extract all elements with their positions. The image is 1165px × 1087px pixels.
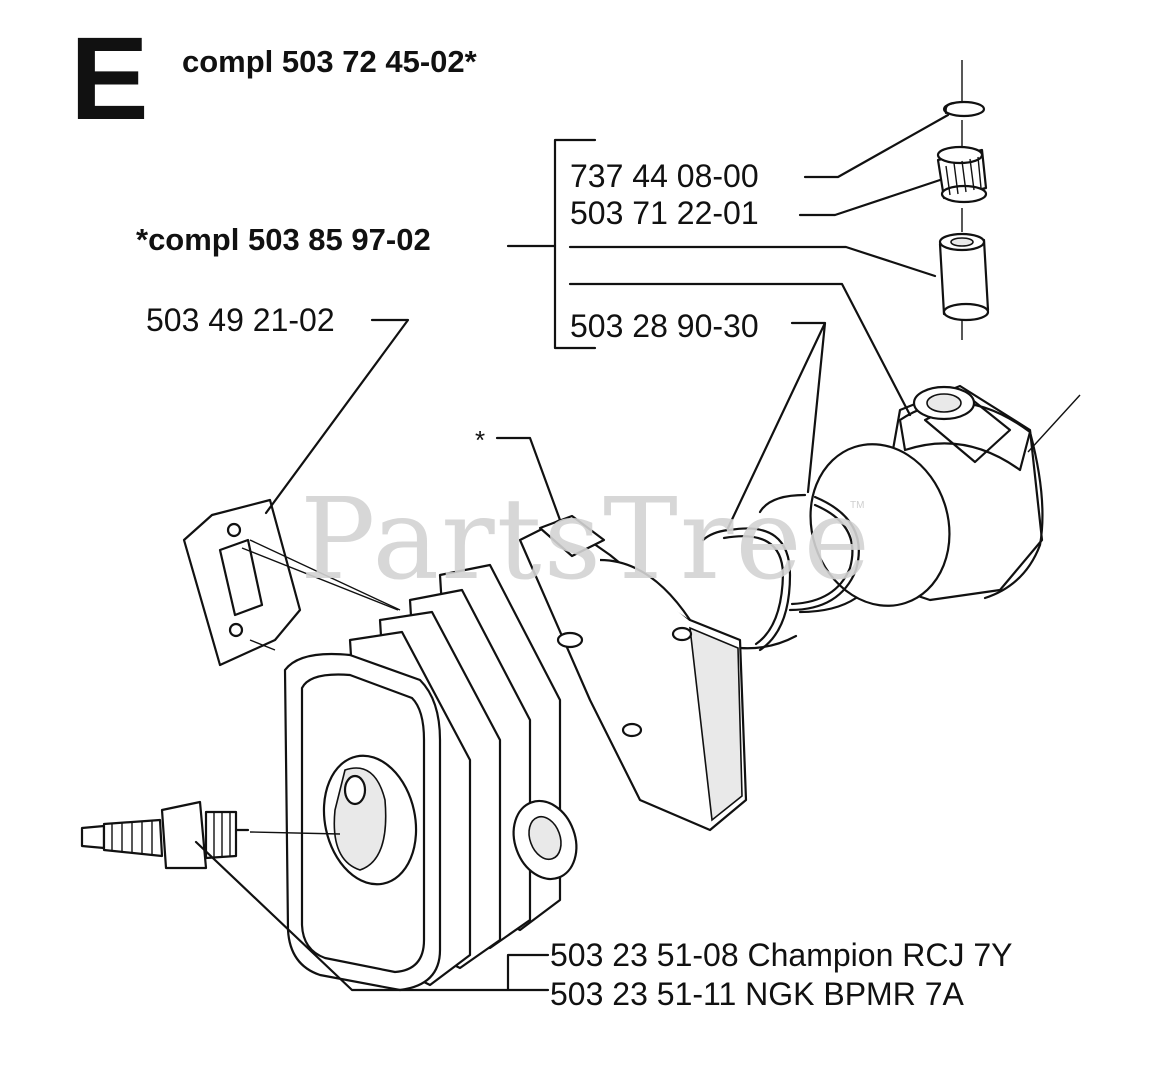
- spark-plug-axis-line: [249, 831, 341, 835]
- assembly-title: compl 503 72 45-02*: [182, 44, 477, 79]
- part-number-spark-plug-ngk[interactable]: 503 23 51-11 NGK BPMR 7A: [550, 976, 964, 1012]
- gasket-to-cylinder-line: [241, 547, 399, 611]
- piston-pin-icon[interactable]: [938, 232, 990, 322]
- leader-circlip: [803, 113, 950, 179]
- kit-bracket: [506, 138, 597, 350]
- leader-needle-bearing: [798, 178, 942, 217]
- leader-gasket: [264, 318, 410, 515]
- part-number-spark-plug-champion[interactable]: 503 23 51-08 Champion RCJ 7Y: [550, 937, 1013, 973]
- leader-cylinder: [495, 436, 562, 522]
- piston-icon[interactable]: [790, 384, 1044, 624]
- leader-piston: [568, 282, 912, 417]
- cylinder-icon[interactable]: [283, 514, 748, 992]
- leader-piston-rings: [726, 321, 827, 530]
- part-number-circlip[interactable]: 737 44 08-00: [570, 158, 759, 194]
- part-number-piston-rings[interactable]: 503 28 90-30: [570, 308, 759, 344]
- leader-piston-pin: [568, 245, 937, 278]
- needle-bearing-icon[interactable]: [936, 145, 988, 204]
- leader-spark-plug: [194, 840, 550, 992]
- spark-plug-icon[interactable]: [80, 800, 250, 870]
- gasket-axis-line: [249, 539, 401, 651]
- ring-fragment: [738, 596, 858, 650]
- gasket-icon[interactable]: [182, 498, 302, 667]
- piston-axis-line: [1027, 394, 1081, 453]
- piston-ring-lower-icon[interactable]: [701, 527, 792, 652]
- piston-ring-upper-icon[interactable]: [758, 493, 860, 612]
- piston-kit-label: *compl 503 85 97-02: [136, 222, 431, 257]
- circlip-icon[interactable]: [942, 100, 986, 118]
- part-number-gasket[interactable]: 503 49 21-02: [146, 302, 335, 338]
- part-number-needle-bearing[interactable]: 503 71 22-01: [570, 195, 759, 231]
- section-letter: E: [70, 13, 149, 145]
- cylinder-marker: *: [475, 425, 486, 455]
- watermark: PartsTree: [300, 475, 872, 605]
- watermark-trademark: TM: [850, 500, 865, 511]
